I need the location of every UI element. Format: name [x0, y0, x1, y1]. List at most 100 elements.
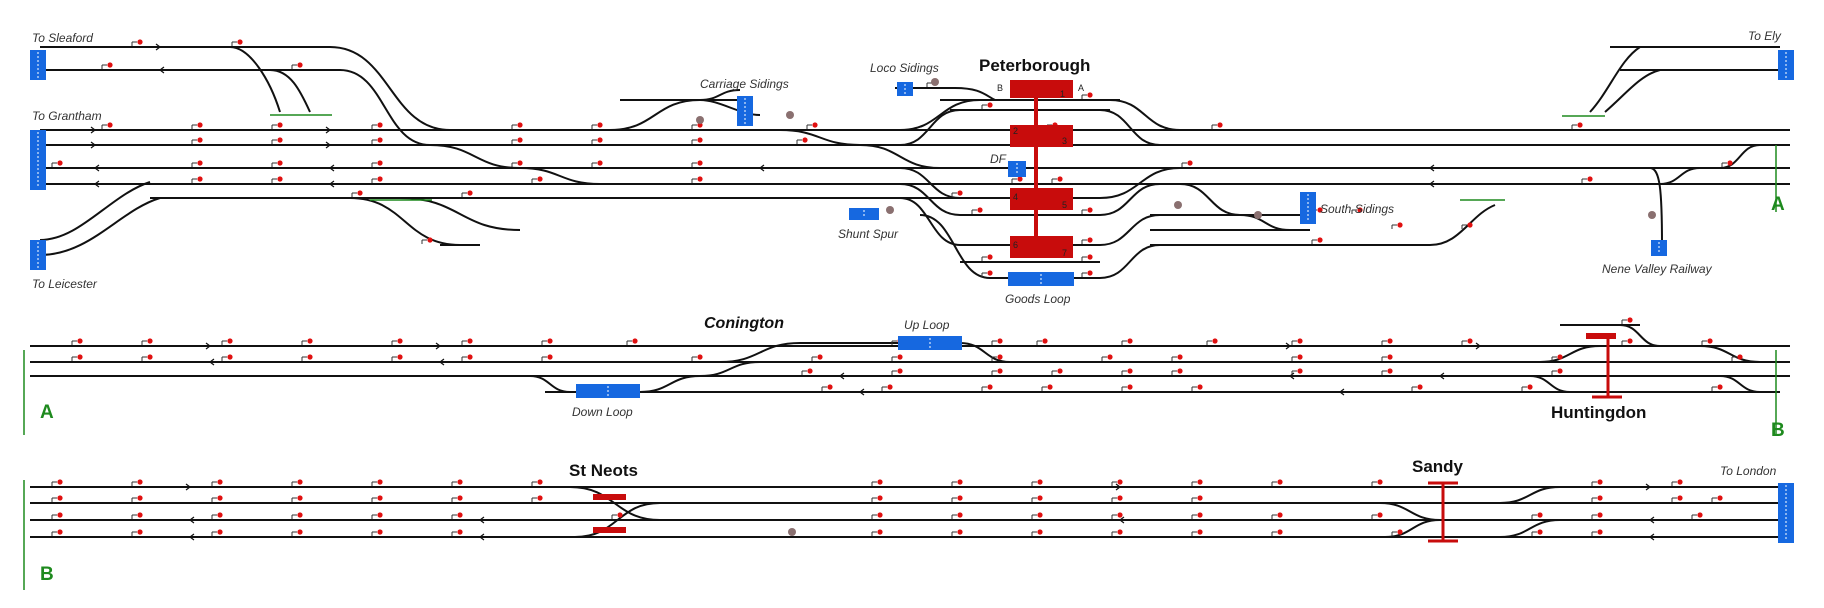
signal-light — [137, 39, 143, 45]
signal-light — [77, 338, 83, 344]
signal-light — [877, 529, 883, 535]
signal-light — [57, 479, 63, 485]
platform-4-5 — [1010, 188, 1073, 210]
signals — [51, 39, 1743, 536]
signal-light — [1467, 222, 1473, 228]
direction-arrow — [479, 516, 485, 524]
crossover — [1109, 99, 1181, 131]
crossover — [1699, 345, 1761, 363]
signal-light — [1127, 368, 1133, 374]
signal-light — [217, 495, 223, 501]
signal-light — [957, 512, 963, 518]
buffer-stop — [1254, 211, 1262, 219]
platform-2-3 — [1010, 125, 1073, 147]
signal-light — [467, 338, 473, 344]
crossover — [719, 342, 801, 363]
signal-light — [1357, 207, 1363, 213]
buffer-stop — [1648, 211, 1656, 219]
signal-light — [107, 122, 113, 128]
signal-light — [1387, 338, 1393, 344]
signal-light — [277, 122, 283, 128]
signal-light — [987, 254, 993, 260]
signal-light — [297, 479, 303, 485]
signal-light — [57, 529, 63, 535]
signal-light — [537, 176, 543, 182]
direction-arrow — [325, 126, 331, 134]
direction-arrow — [859, 388, 865, 396]
connector-a-top: A — [1771, 194, 1785, 215]
crossover — [1499, 519, 1561, 538]
signal-light — [1037, 479, 1043, 485]
signal-light — [377, 160, 383, 166]
signal-light — [1087, 92, 1093, 98]
signal-light — [107, 62, 113, 68]
crossover — [399, 197, 521, 231]
signal-light — [1047, 384, 1053, 390]
signal-light — [957, 479, 963, 485]
signal-light — [457, 529, 463, 535]
signal-light — [877, 495, 883, 501]
signal-light — [807, 368, 813, 374]
signal-light — [137, 512, 143, 518]
ely-line — [1604, 69, 1661, 113]
crossover — [699, 89, 741, 101]
crossover — [1539, 345, 1601, 363]
siding-spur — [269, 69, 311, 113]
platform-number-5: 5 — [1062, 200, 1067, 210]
signal-light — [377, 529, 383, 535]
signal-light — [1117, 495, 1123, 501]
signal-light — [1677, 495, 1683, 501]
signal-light — [1277, 529, 1283, 535]
buffer-stop — [931, 78, 939, 86]
connector-b-bottom: B — [40, 564, 54, 585]
station-conington: Conington — [704, 315, 784, 332]
buffer-stop — [886, 206, 894, 214]
signal-light — [897, 368, 903, 374]
signal-light — [1707, 338, 1713, 344]
signal-light — [877, 479, 883, 485]
signal-light — [597, 160, 603, 166]
crossover — [1659, 167, 1701, 185]
signal-light — [1057, 176, 1063, 182]
direction-arrow — [155, 43, 161, 51]
direction-arrow — [1429, 180, 1435, 188]
signal-light — [237, 39, 243, 45]
signal-light — [1537, 512, 1543, 518]
signal-light — [697, 176, 703, 182]
direction-arrow — [325, 141, 331, 149]
direction-arrow — [1285, 342, 1291, 350]
signal-light — [457, 512, 463, 518]
crossover — [1384, 519, 1441, 538]
signal-light — [517, 122, 523, 128]
direction-arrow — [1429, 164, 1435, 172]
signal-light — [427, 237, 433, 243]
signal-light — [1417, 384, 1423, 390]
signal-light — [1317, 237, 1323, 243]
crossover — [574, 502, 661, 538]
buffer-stop — [786, 111, 794, 119]
signal-light — [297, 512, 303, 518]
direction-arrow — [94, 164, 100, 172]
direction-arrow — [1475, 342, 1481, 350]
signal-light — [812, 122, 818, 128]
crossover — [529, 375, 571, 393]
direction-arrow — [439, 358, 445, 366]
platform-number-7: 7 — [1062, 248, 1067, 258]
label-down-loop: Down Loop — [572, 405, 633, 419]
platform-end-a: A — [1078, 83, 1084, 93]
signal-light — [397, 338, 403, 344]
platform-number-1: 1 — [1060, 89, 1065, 99]
platform-st-neots-down — [593, 527, 626, 533]
carriage-siding — [699, 99, 761, 116]
station-st-neots: St Neots — [569, 461, 638, 480]
signal-light — [377, 137, 383, 143]
label-to-grantham: To Grantham — [32, 109, 102, 123]
signal-light — [1042, 338, 1048, 344]
signal-light — [897, 354, 903, 360]
crossover — [899, 183, 961, 216]
signal-light — [77, 354, 83, 360]
signal-light — [597, 137, 603, 143]
signal-light — [877, 512, 883, 518]
signal-light — [817, 354, 823, 360]
signal-light — [1117, 479, 1123, 485]
